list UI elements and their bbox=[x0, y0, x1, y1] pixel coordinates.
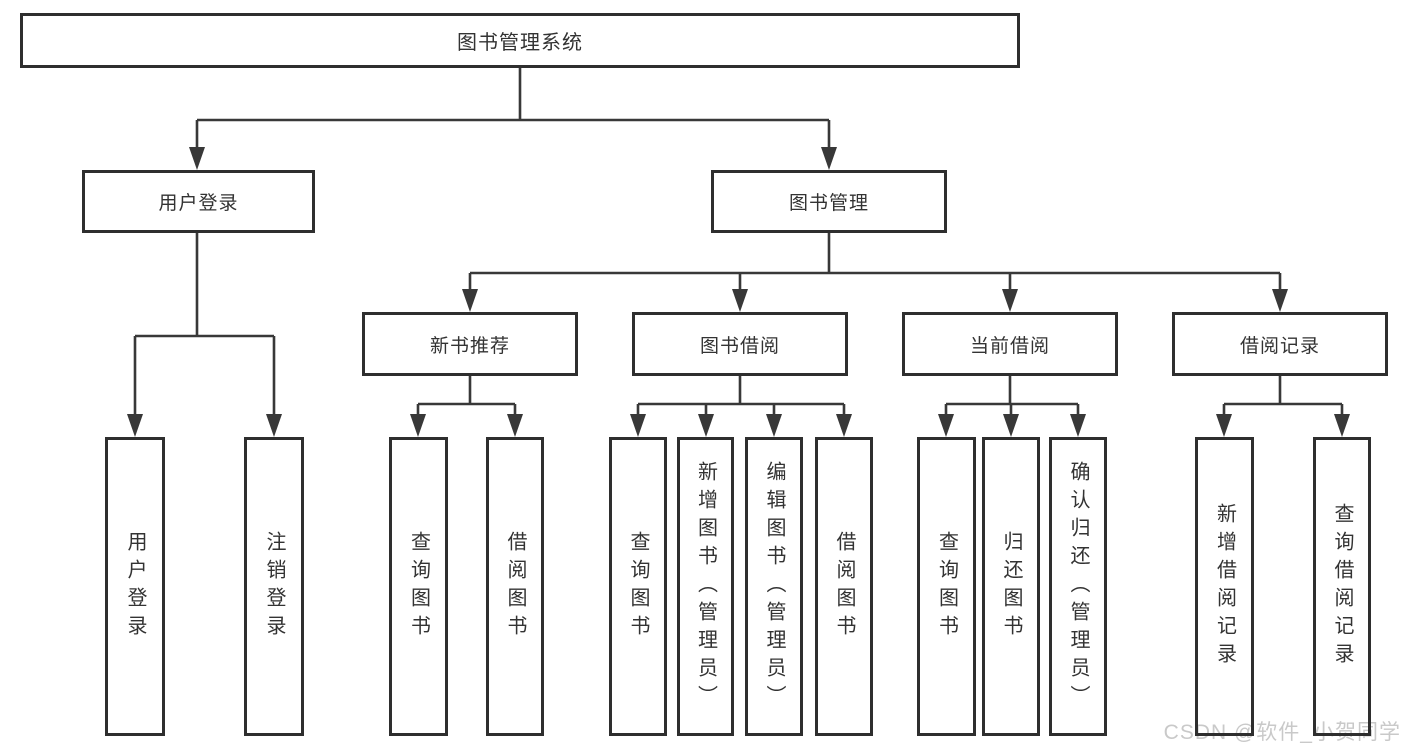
arrow-down-icon bbox=[698, 414, 714, 437]
arrow-down-icon bbox=[189, 147, 205, 170]
leaf-login-user-login: 用户登录 bbox=[105, 437, 165, 736]
arrow-down-icon bbox=[507, 414, 523, 437]
csdn-watermark: CSDN @软件_小贺同学 bbox=[1163, 721, 1401, 744]
leaf-login-logout-label: 注销登录 bbox=[263, 530, 285, 643]
arrow-down-icon bbox=[410, 414, 426, 437]
node-borrowing-records: 借阅记录 bbox=[1172, 312, 1388, 376]
leaf-login-logout: 注销登录 bbox=[244, 437, 304, 736]
arrow-down-icon bbox=[836, 414, 852, 437]
leaf-borrow-add-books-admin-label: 新增图书（管理员） bbox=[694, 460, 717, 713]
node-book-borrowing: 图书借阅 bbox=[632, 312, 848, 376]
node-new-book-recommendation: 新书推荐 bbox=[362, 312, 578, 376]
leaf-current-query-books: 查询图书 bbox=[917, 437, 976, 736]
leaf-borrow-edit-books-admin-label: 编辑图书（管理员） bbox=[763, 460, 785, 713]
arrow-down-icon bbox=[127, 414, 143, 437]
leaf-borrow-add-books-admin: 新增图书（管理员） bbox=[677, 437, 734, 736]
leaf-borrow-borrow-books-label: 借阅图书 bbox=[833, 530, 855, 643]
leaf-recommend-borrow-books: 借阅图书 bbox=[486, 437, 544, 736]
arrow-down-icon bbox=[821, 147, 837, 170]
connector-root-to-level2 bbox=[189, 68, 837, 170]
arrow-down-icon bbox=[938, 414, 954, 437]
connector-borrow-to-leaves bbox=[630, 375, 852, 437]
leaf-borrow-borrow-books: 借阅图书 bbox=[815, 437, 873, 736]
leaf-borrow-query-books: 查询图书 bbox=[609, 437, 667, 736]
leaf-current-query-books-label: 查询图书 bbox=[935, 530, 958, 643]
node-user-login-label: 用户登录 bbox=[158, 193, 239, 214]
leaf-records-add-borrow-record-label: 新增借阅记录 bbox=[1213, 502, 1236, 671]
connector-recommend-to-leaves bbox=[410, 375, 523, 437]
leaf-records-query-borrow-record: 查询借阅记录 bbox=[1313, 437, 1371, 736]
node-new-book-recommendation-label: 新书推荐 bbox=[429, 335, 510, 357]
node-book-management: 图书管理 bbox=[711, 170, 947, 233]
arrow-down-icon bbox=[266, 414, 282, 437]
node-current-borrowing-label: 当前借阅 bbox=[969, 335, 1050, 357]
leaf-current-return-books-label: 归还图书 bbox=[1000, 530, 1022, 643]
arrow-down-icon bbox=[1272, 289, 1288, 312]
leaf-current-confirm-return-admin-label: 确认归还（管理员） bbox=[1067, 460, 1089, 713]
node-book-borrowing-label: 图书借阅 bbox=[699, 335, 780, 357]
leaf-current-return-books: 归还图书 bbox=[982, 437, 1040, 736]
arrow-down-icon bbox=[462, 289, 478, 312]
node-root: 图书管理系统 bbox=[20, 13, 1020, 68]
node-user-login: 用户登录 bbox=[82, 170, 315, 233]
connector-records-to-leaves bbox=[1216, 375, 1350, 437]
leaf-borrow-query-books-label: 查询图书 bbox=[627, 530, 649, 643]
arrow-down-icon bbox=[766, 414, 782, 437]
leaf-records-add-borrow-record: 新增借阅记录 bbox=[1195, 437, 1254, 736]
node-current-borrowing: 当前借阅 bbox=[902, 312, 1118, 376]
arrow-down-icon bbox=[1070, 414, 1086, 437]
connector-current-to-leaves bbox=[938, 375, 1086, 437]
leaf-recommend-query-books: 查询图书 bbox=[389, 437, 448, 736]
node-book-management-label: 图书管理 bbox=[788, 193, 869, 214]
arrow-down-icon bbox=[732, 289, 748, 312]
arrow-down-icon bbox=[630, 414, 646, 437]
leaf-recommend-borrow-books-label: 借阅图书 bbox=[504, 530, 526, 643]
node-root-label: 图书管理系统 bbox=[457, 32, 583, 54]
arrow-down-icon bbox=[1003, 414, 1019, 437]
leaf-current-confirm-return-admin: 确认归还（管理员） bbox=[1049, 437, 1107, 736]
leaf-recommend-query-books-label: 查询图书 bbox=[407, 530, 430, 643]
arrow-down-icon bbox=[1216, 414, 1232, 437]
arrow-down-icon bbox=[1334, 414, 1350, 437]
connector-userlogin-to-leaves bbox=[127, 233, 282, 437]
connector-bookmgmt-to-level3 bbox=[462, 233, 1288, 312]
leaf-borrow-edit-books-admin: 编辑图书（管理员） bbox=[745, 437, 803, 736]
arrow-down-icon bbox=[1002, 289, 1018, 312]
node-borrowing-records-label: 借阅记录 bbox=[1239, 335, 1320, 357]
leaf-records-query-borrow-record-label: 查询借阅记录 bbox=[1331, 502, 1353, 671]
leaf-login-user-login-label: 用户登录 bbox=[124, 530, 146, 643]
